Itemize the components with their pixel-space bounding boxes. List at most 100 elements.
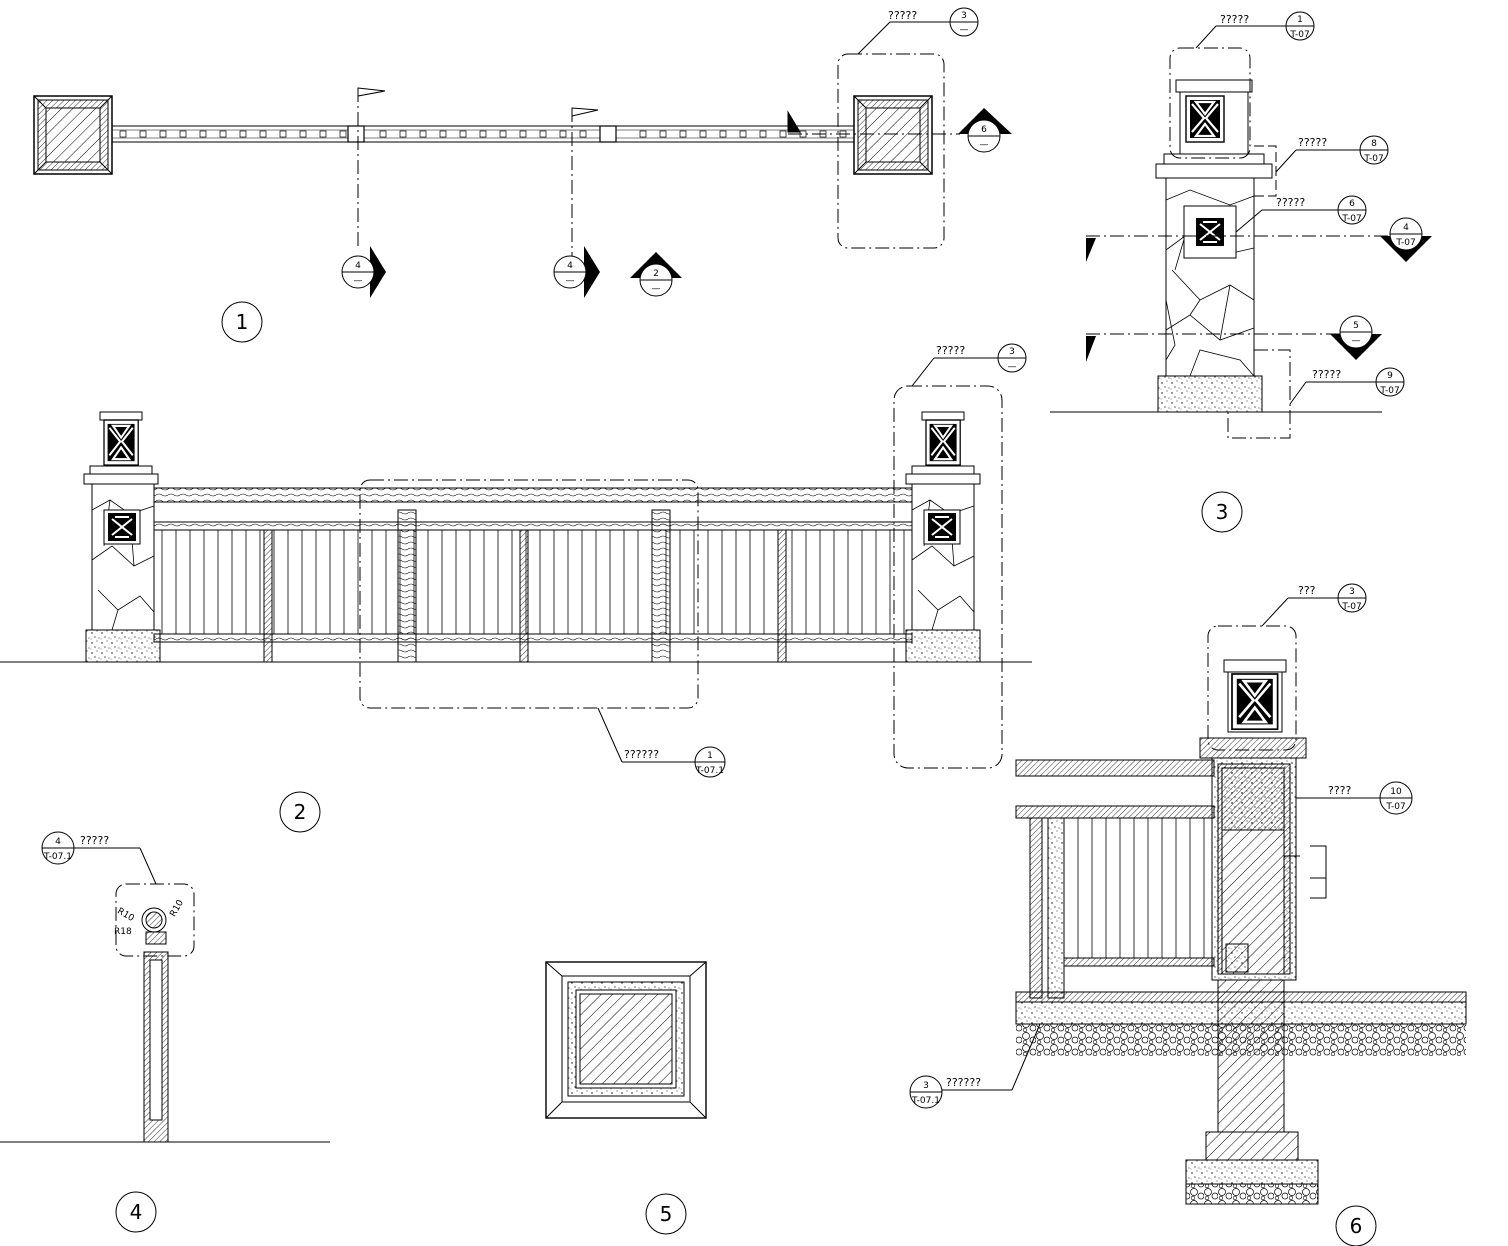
callout-num: 1	[707, 751, 713, 761]
callout-p6-body: ???? 10 T-07	[1296, 781, 1413, 815]
callout-sheet: T-07	[1379, 386, 1399, 396]
callout-text: ????	[1328, 784, 1352, 797]
callout-elev-pillar: ????? 3 —	[911, 343, 1027, 387]
callout-text: ?????	[936, 344, 965, 357]
callout-sheet: —	[960, 25, 969, 35]
rail-square	[399, 130, 407, 138]
rail-square	[339, 130, 347, 138]
drawing-number: 4	[130, 1200, 143, 1224]
plan-pillar-right	[853, 95, 933, 175]
callout-sheet: T-07.1	[911, 1096, 940, 1106]
rail-square	[679, 130, 687, 138]
callout-num: 3	[961, 11, 967, 21]
callout-rail-detail: 4 T-07.1 ?????	[41, 831, 157, 885]
callout-num: 3	[923, 1081, 929, 1091]
callout-p6-cap: ??? 3 T-07	[1261, 583, 1367, 627]
rail-square	[459, 130, 467, 138]
plan-view: ????? 3 — 4 — 4 — 2 —	[33, 7, 1012, 343]
section-marker-right: 6 —	[958, 108, 1012, 153]
callout-sheet: T-07.1	[43, 852, 72, 862]
drawing-number: 3	[1216, 500, 1229, 524]
callout-p3-base: ????? 9 T-07	[1289, 367, 1405, 405]
plan-section-lines	[357, 53, 960, 256]
dim-label-r10b: R10	[168, 898, 186, 919]
rail-square	[759, 130, 767, 138]
callout-num: 8	[1371, 139, 1377, 149]
marker-sheet: —	[1352, 336, 1361, 346]
drawing-number: 5	[660, 1202, 673, 1226]
marker-num: 2	[653, 269, 659, 279]
callout-p3-cap: ????? 1 T-07	[1195, 11, 1315, 49]
rail-section: 4 T-07.1 ????? R10 R18 R10 4	[0, 831, 330, 1233]
fence-slats	[161, 530, 905, 634]
callout-num: 4	[55, 837, 61, 847]
dim-label-r18: R18	[114, 927, 132, 937]
rail-square	[159, 130, 167, 138]
callout-text: ?????	[1276, 196, 1305, 209]
drawing-number-1: 1	[221, 301, 263, 343]
rail-square	[219, 130, 227, 138]
elevation-pillar-right	[905, 411, 981, 663]
rail-square	[279, 130, 287, 138]
pillar-section: ??? 3 T-07 ???? 10 T-07 3 T-07.1 ?????? …	[909, 583, 1467, 1246]
marker-sheet: —	[354, 276, 363, 286]
callout-text: ?????	[80, 834, 109, 847]
rail-square	[299, 130, 307, 138]
rail-square	[199, 130, 207, 138]
callout-text: ??????	[624, 748, 659, 761]
marker-num: 4	[1403, 223, 1409, 233]
drawing-number-5: 5	[645, 1193, 687, 1235]
rail-square	[739, 130, 747, 138]
fence-posts	[263, 509, 787, 663]
rail-square	[479, 130, 487, 138]
section-marker-left: 4 —	[341, 246, 386, 298]
callout-text: ??????	[946, 1076, 981, 1089]
callout-num: 6	[1349, 199, 1355, 209]
rail-square	[439, 130, 447, 138]
marker-sheet: T-07	[1395, 238, 1415, 248]
rail-square	[659, 130, 667, 138]
callout-sheet: T-07	[1289, 30, 1309, 40]
rail-square	[419, 130, 427, 138]
plan-pillar-left	[33, 95, 113, 175]
drawing-number: 2	[294, 800, 307, 824]
section-marker-p3-5: 5 —	[1330, 315, 1382, 360]
dim-label-r10: R10	[115, 906, 136, 924]
drawing-number: 6	[1350, 1214, 1363, 1238]
callout-num: 9	[1387, 371, 1393, 381]
callout-sheet: T-07	[1341, 214, 1361, 224]
callout-text: ?????	[1220, 13, 1249, 26]
rail-square	[699, 130, 707, 138]
callout-num: 3	[1009, 347, 1015, 357]
elevation-pillar-left	[83, 411, 161, 663]
callout-p6-foot: 3 T-07.1 ??????	[909, 1023, 1041, 1109]
callout-text: ?????	[888, 9, 917, 22]
callout-sheet: T-07	[1363, 154, 1383, 164]
callout-sheet: —	[1008, 362, 1017, 372]
drawing-number-6: 6	[1335, 1205, 1377, 1246]
rail-square	[779, 130, 787, 138]
callout-p3-panel: ????? 6 T-07	[1235, 195, 1367, 233]
marker-sheet: —	[980, 140, 989, 150]
marker-sheet: —	[566, 276, 575, 286]
callout-sheet: T-07	[1341, 602, 1361, 612]
rail-square	[499, 130, 507, 138]
callout-num: 1	[1297, 15, 1303, 25]
callout-elev-rail: ?????? 1 T-07.1	[597, 707, 726, 778]
rail-square	[579, 130, 587, 138]
rail-square	[239, 130, 247, 138]
rail-square	[639, 130, 647, 138]
plan-pillar-callout: ????? 3 —	[857, 7, 979, 55]
rail-square	[179, 130, 187, 138]
drawing-number-3: 3	[1201, 491, 1243, 533]
rail-square	[719, 130, 727, 138]
fence-elevation: ????? 3 — ?????? 1 T-07.1 2	[0, 343, 1032, 833]
callout-p3-cap-base: ????? 8 T-07	[1275, 135, 1389, 173]
drawing-number: 1	[236, 310, 249, 334]
rail-square	[559, 130, 567, 138]
callout-num: 3	[1349, 587, 1355, 597]
rail-square	[259, 130, 267, 138]
rail-square	[379, 130, 387, 138]
marker-num: 6	[981, 125, 987, 135]
